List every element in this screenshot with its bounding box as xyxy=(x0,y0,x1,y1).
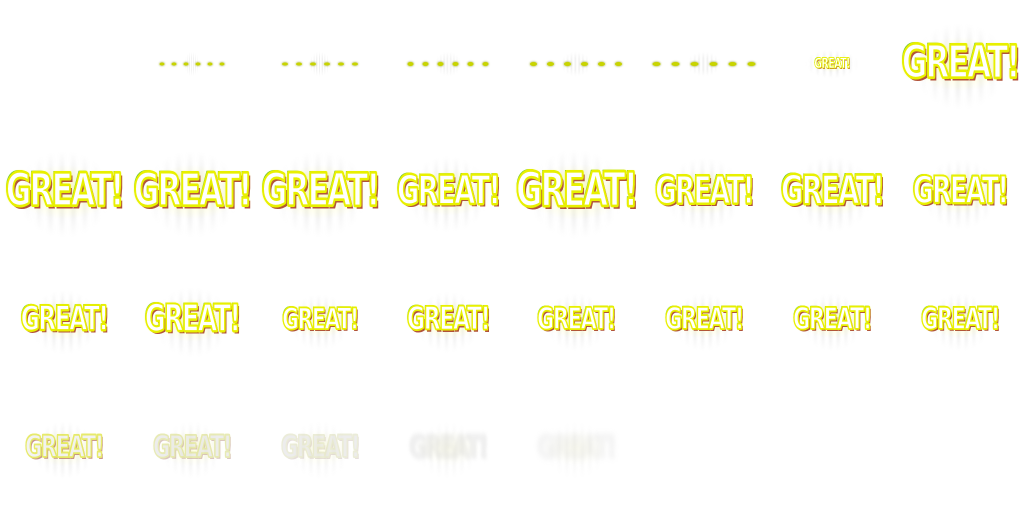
great-text: GREAT! xyxy=(144,297,242,341)
sprite-frame xyxy=(640,384,768,512)
sprite-frame: GREAT! xyxy=(896,128,1024,256)
sprite-frame: GREAT! xyxy=(384,128,512,256)
great-text: GREAT! xyxy=(793,301,873,338)
sprite-frame: GREAT! xyxy=(256,256,384,384)
sprite-frame: GREAT! xyxy=(384,256,512,384)
sparkle-dots xyxy=(530,62,622,66)
sparkle-dot xyxy=(183,62,189,66)
sparkle-dot xyxy=(282,62,288,66)
great-text: GREAT! xyxy=(537,429,617,466)
sparkle-dot xyxy=(482,62,489,66)
sprite-frame: GREAT! xyxy=(128,128,256,256)
sprite-frame: GREAT! xyxy=(512,256,640,384)
sparkle-dot xyxy=(467,62,474,66)
sparkle-dot xyxy=(352,62,358,66)
sprite-frame xyxy=(256,0,384,128)
sprite-frame: GREAT! xyxy=(256,128,384,256)
sprite-frame: GREAT! xyxy=(640,128,768,256)
sprite-frame: GREAT! xyxy=(0,128,128,256)
sparkle-dots xyxy=(407,62,489,66)
sparkle-dots xyxy=(652,62,756,66)
sprite-frame: GREAT! xyxy=(384,384,512,512)
great-text: GREAT! xyxy=(396,167,502,215)
sprite-frame: GREAT! xyxy=(640,256,768,384)
great-text: GREAT! xyxy=(133,164,254,218)
sprite-frame xyxy=(640,0,768,128)
sparkle-dot xyxy=(159,62,165,66)
sparkle-dot xyxy=(652,62,661,66)
sparkle-dot xyxy=(598,62,605,66)
great-text: GREAT! xyxy=(20,299,110,340)
great-text: GREAT! xyxy=(261,164,382,218)
sprite-frame: GREAT! xyxy=(0,256,128,384)
sparkle-dot xyxy=(530,62,537,66)
great-text: GREAT! xyxy=(25,429,105,466)
sparkle-dot xyxy=(422,62,429,66)
sprite-frame: GREAT! xyxy=(896,256,1024,384)
great-text: GREAT! xyxy=(921,301,1001,338)
sparkle-dot xyxy=(324,62,330,66)
sparkle-dot xyxy=(219,62,225,66)
great-text: GREAT! xyxy=(654,169,755,214)
great-text: GREAT! xyxy=(5,164,126,218)
sparkle-dot xyxy=(296,62,302,66)
sparkle-dot xyxy=(452,62,459,66)
sprite-frame: GREAT! xyxy=(512,128,640,256)
great-text: GREAT! xyxy=(281,429,361,466)
sprite-frame: GREAT! xyxy=(896,0,1024,128)
sprite-frame xyxy=(384,0,512,128)
great-text: GREAT! xyxy=(282,302,360,337)
sprite-frame: GREAT! xyxy=(768,0,896,128)
sprite-frame: GREAT! xyxy=(768,256,896,384)
sprite-frame xyxy=(896,384,1024,512)
sprite-frame xyxy=(768,384,896,512)
sparkle-dot xyxy=(547,62,554,66)
sparkle-dot xyxy=(581,62,588,66)
great-text: GREAT! xyxy=(912,169,1010,213)
sparkle-dot xyxy=(195,62,201,66)
sprite-frame: GREAT! xyxy=(512,384,640,512)
sparkle-dots xyxy=(282,62,358,66)
sprite-frame: GREAT! xyxy=(768,128,896,256)
great-text: GREAT! xyxy=(814,55,851,72)
great-text: GREAT! xyxy=(665,301,745,338)
great-text: GREAT! xyxy=(409,429,489,466)
sprite-frame xyxy=(128,0,256,128)
great-text: GREAT! xyxy=(406,300,491,339)
sparkle-dot xyxy=(690,62,699,66)
great-text: GREAT! xyxy=(780,167,886,215)
sparkle-dot xyxy=(338,62,344,66)
sparkle-dot xyxy=(310,62,316,66)
sparkle-dot xyxy=(747,62,756,66)
sparkle-dot xyxy=(671,62,680,66)
sparkle-dot xyxy=(728,62,737,66)
sparkle-dot xyxy=(171,62,177,66)
sparkle-dot xyxy=(437,62,444,66)
sparkle-dot xyxy=(564,62,571,66)
great-text: GREAT! xyxy=(515,163,639,219)
sprite-frame xyxy=(512,0,640,128)
sparkle-dot xyxy=(709,62,718,66)
sparkle-dot xyxy=(207,62,213,66)
great-text: GREAT! xyxy=(153,429,233,466)
sparkle-dot xyxy=(615,62,622,66)
sparkle-dot xyxy=(407,62,414,66)
great-text: GREAT! xyxy=(537,301,617,338)
sprite-frame: GREAT! xyxy=(0,384,128,512)
great-text: GREAT! xyxy=(901,36,1022,90)
sprite-frame: GREAT! xyxy=(256,384,384,512)
sprite-frame: GREAT! xyxy=(128,256,256,384)
sprite-frame xyxy=(0,0,128,128)
sprite-frame: GREAT! xyxy=(128,384,256,512)
sparkle-dots xyxy=(159,62,225,66)
